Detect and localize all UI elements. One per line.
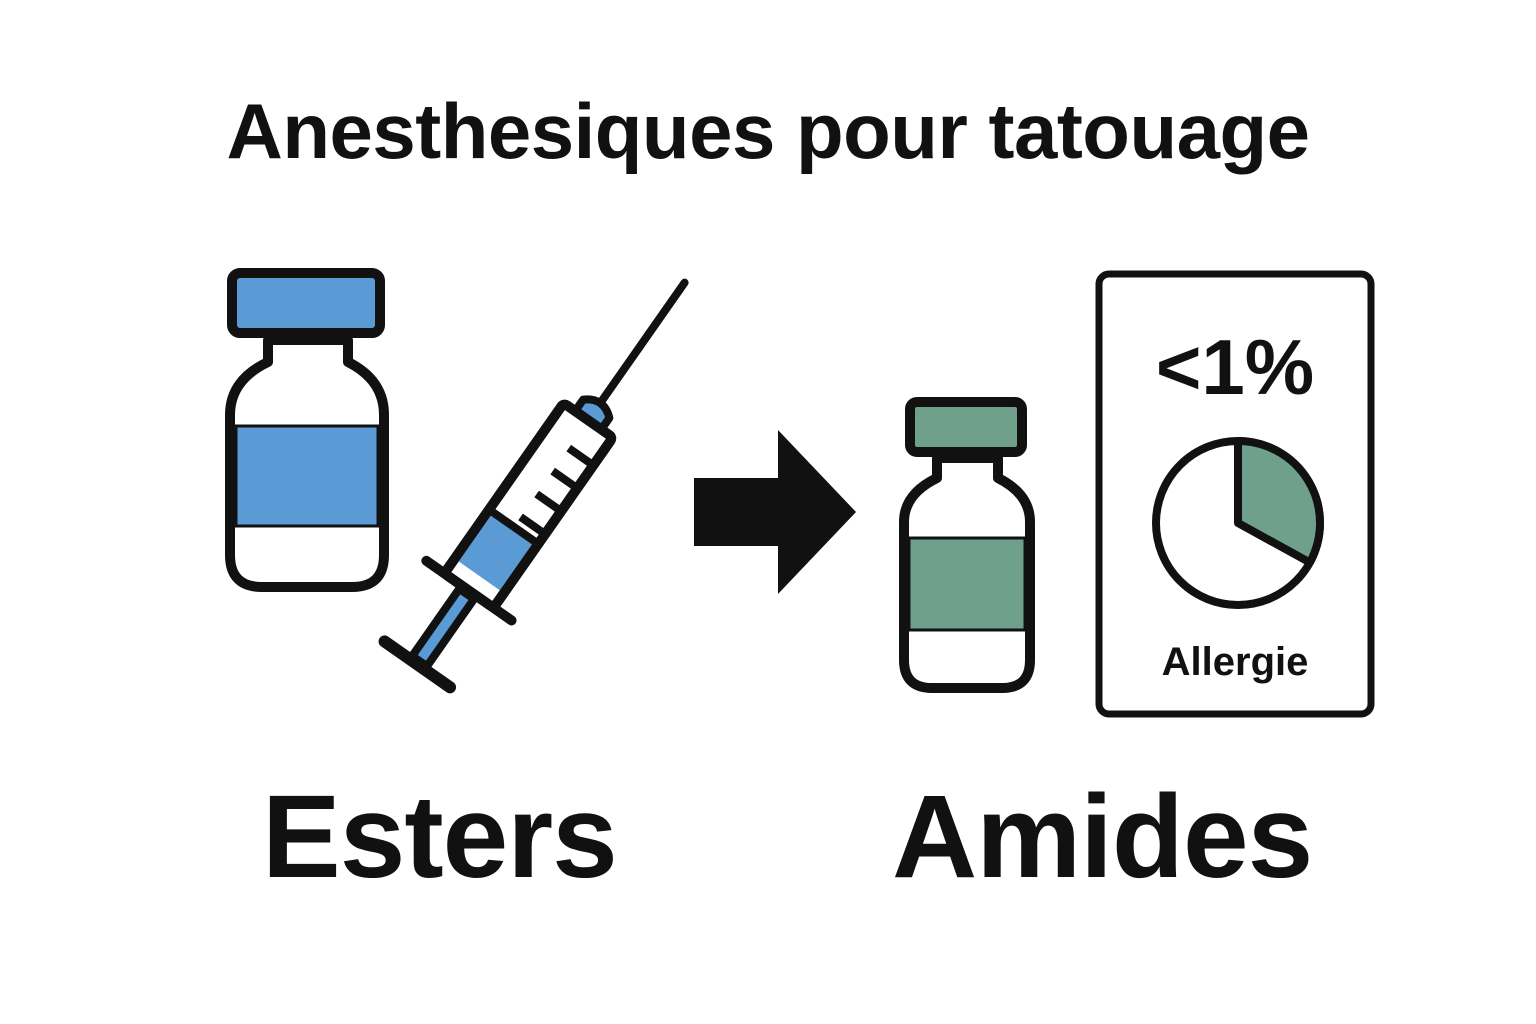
vial-icon bbox=[225, 268, 389, 592]
vial-icon bbox=[899, 397, 1035, 693]
pie-slice bbox=[1234, 437, 1324, 567]
esters-label: Esters bbox=[262, 771, 618, 903]
pie-chart-icon bbox=[1152, 437, 1324, 609]
allergy-caption: Allergie bbox=[1161, 640, 1309, 684]
allergy-percent: <1% bbox=[1155, 323, 1315, 411]
page-title: Anesthesiques pour tatouage bbox=[226, 87, 1311, 175]
right-arrow-icon bbox=[694, 430, 856, 594]
syringe-icon bbox=[378, 278, 689, 694]
amides-label: Amides bbox=[892, 771, 1313, 903]
